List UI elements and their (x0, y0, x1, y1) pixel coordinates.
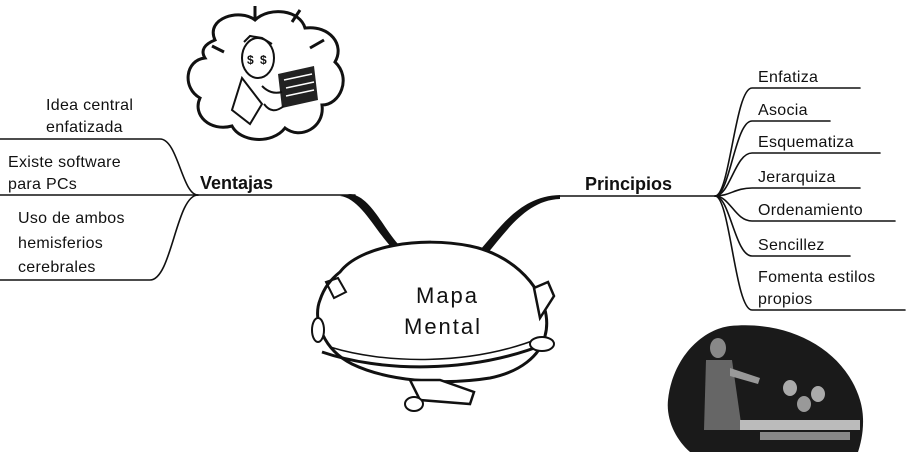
principios-item-7-line1: Fomenta estilos (758, 269, 875, 286)
thinking-person-illustration: $ $ (186, 6, 345, 141)
classroom-illustration (667, 325, 864, 452)
ventajas-item-3-line3: cerebrales (18, 259, 96, 276)
principios-item-3: Esquematiza (758, 134, 854, 151)
principios-items: Enfatiza Asocia Esquematiza Jerarquiza O… (758, 69, 875, 308)
ventajas-item-2-line1: Existe software (8, 154, 121, 171)
ventajas-item-1-line1: Idea central (46, 97, 133, 114)
principios-item-6: Sencillez (758, 237, 825, 254)
ventajas-items: Idea central enfatizada Existe software … (8, 97, 133, 276)
ventajas-item-3-line1: Uso de ambos (18, 210, 125, 227)
svg-text:$: $ (247, 53, 254, 67)
ventajas-item-1-line2: enfatizada (46, 119, 123, 136)
principios-item-7-line2: propios (758, 291, 813, 308)
center-title-line2: Mental (404, 314, 482, 339)
principios-item-4: Jerarquiza (758, 169, 836, 186)
principios-item-2: Asocia (758, 102, 808, 119)
principios-title: Principios (585, 174, 672, 194)
ventajas-branch-lines (0, 138, 398, 281)
svg-text:$: $ (260, 53, 267, 67)
airplane-illustration (311, 240, 556, 412)
principios-item-5: Ordenamiento (758, 202, 863, 219)
ventajas-item-3-line2: hemisferios (18, 235, 103, 252)
center-title-line1: Mapa (416, 283, 479, 308)
principios-item-1: Enfatiza (758, 69, 818, 86)
principios-branch-lines (480, 87, 906, 311)
ventajas-title: Ventajas (200, 173, 273, 193)
ventajas-item-2-line2: para PCs (8, 176, 77, 193)
